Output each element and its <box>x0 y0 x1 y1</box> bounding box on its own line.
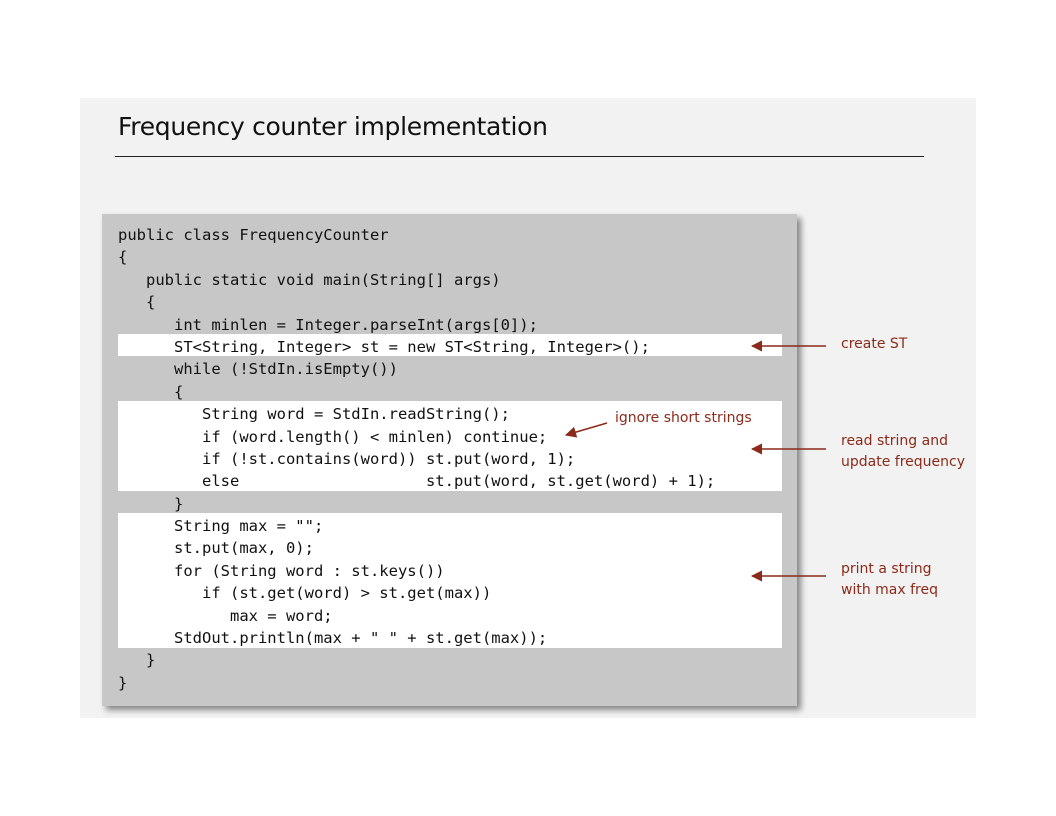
code-listing: public class FrequencyCounter { public st… <box>118 224 715 694</box>
note-read-update-line2: update frequency <box>841 454 965 470</box>
code-line: } <box>118 494 184 513</box>
code-line: if (st.get(word) > st.get(max)) <box>118 584 492 603</box>
title-rule <box>115 156 924 157</box>
code-line: StdOut.println(max + " " + st.get(max)); <box>118 629 548 648</box>
code-line: int minlen = Integer.parseInt(args[0]); <box>118 315 538 334</box>
code-line: { <box>118 248 128 267</box>
code-line: max = word; <box>118 606 333 625</box>
arrow-ignore-short <box>564 422 608 438</box>
code-line: { <box>118 382 184 401</box>
code-line: String word = StdIn.readString(); <box>118 405 510 424</box>
code-box: public class FrequencyCounter { public st… <box>102 214 797 706</box>
code-line: public static void main(String[] args) <box>118 270 501 289</box>
code-line: ST<String, Integer> st = new ST<String, … <box>118 337 650 356</box>
highlight-print-max <box>118 513 782 648</box>
slide: Frequency counter implementation public … <box>80 98 976 718</box>
note-create-st: create ST <box>841 336 908 352</box>
slide-title: Frequency counter implementation <box>118 112 548 141</box>
note-read-update-line1: read string and <box>841 433 948 449</box>
note-print-max-line2: with max freq <box>841 582 938 598</box>
code-line: else st.put(word, st.get(word) + 1); <box>118 472 716 491</box>
code-line: if (!st.contains(word)) st.put(word, 1); <box>118 449 576 468</box>
code-line: String max = ""; <box>118 517 324 536</box>
code-line: for (String word : st.keys()) <box>118 561 445 580</box>
code-line: while (!StdIn.isEmpty()) <box>118 360 398 379</box>
code-line: public class FrequencyCounter <box>118 226 389 244</box>
code-line: } <box>118 673 128 692</box>
note-ignore-short: ignore short strings <box>615 410 752 426</box>
code-line: } <box>118 651 156 670</box>
code-line: st.put(max, 0); <box>118 539 314 558</box>
code-line: { <box>118 293 156 312</box>
note-print-max-line1: print a string <box>841 561 932 577</box>
highlight-create-st <box>118 334 782 356</box>
highlight-read-update <box>118 401 782 491</box>
code-line: if (word.length() < minlen) continue; <box>118 427 548 446</box>
